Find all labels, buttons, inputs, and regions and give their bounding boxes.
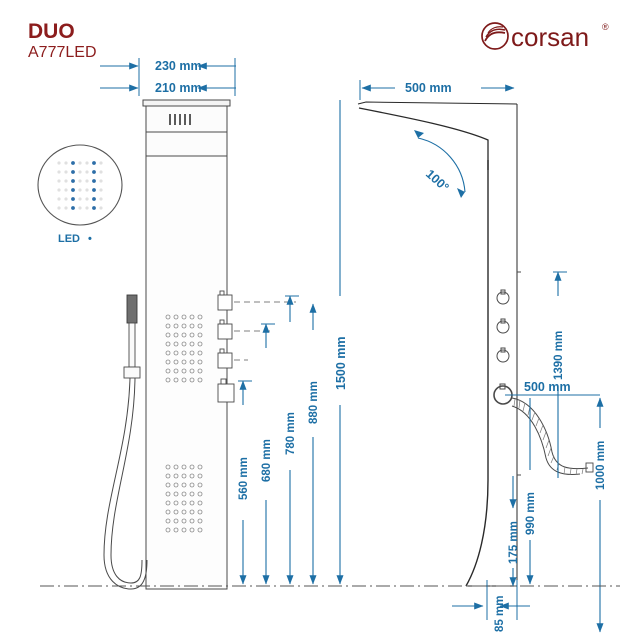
front-knob-3	[217, 348, 233, 369]
side-arm-bottom-edge	[358, 107, 489, 170]
side-dimension-1000: 1000 mm	[595, 397, 607, 633]
side-hose-dimension-500: 500 mm	[505, 380, 600, 396]
hand-shower-holder	[123, 366, 141, 379]
front-panel-main-body	[145, 155, 228, 590]
front-height-dimension-780: 780 mm	[285, 295, 299, 585]
front-panel-vents	[169, 114, 191, 125]
side-dimension-990: 990 mm	[525, 398, 537, 585]
front-panel-head-section	[145, 105, 228, 133]
side-dimension-175: 175 mm	[508, 476, 520, 587]
side-knob-2	[496, 318, 510, 334]
shower-hose-front-inner	[110, 377, 143, 584]
side-panel-back-edge	[465, 160, 489, 587]
front-nozzle-grid-lower	[165, 464, 203, 533]
front-knob-4	[217, 378, 235, 403]
dimension-label-h-1500: 1500 mm	[334, 336, 348, 390]
side-dimension-1390: 1390 mm	[553, 271, 567, 478]
brand-registered-mark: ®	[602, 22, 609, 32]
dimension-label-s-990: 990 mm	[525, 492, 537, 535]
dimension-label-s-175: 175 mm	[508, 521, 520, 564]
front-control-knobs	[217, 290, 235, 403]
side-mounting-brackets	[517, 271, 521, 476]
front-height-dimension-680: 680 mm	[261, 323, 275, 585]
led-marker-dot: •	[88, 233, 92, 245]
hand-shower-handle	[128, 322, 136, 368]
dimension-label-s-1390: 1390 mm	[553, 331, 565, 380]
hand-shower-head	[126, 294, 138, 324]
hand-shower-assembly-front	[103, 294, 148, 590]
front-panel-body	[142, 99, 231, 590]
dimension-label-h-560: 560 mm	[238, 457, 250, 500]
led-detail-callout: LED •	[37, 144, 123, 245]
product-code: A777LED	[28, 44, 97, 61]
front-knob-2	[217, 319, 233, 340]
page-title: DUO	[28, 20, 75, 43]
led-dot-grid-icon	[57, 161, 103, 210]
dimension-label-hose-500: 500 mm	[524, 380, 571, 394]
side-knob-3	[496, 347, 510, 363]
side-control-knobs	[493, 289, 513, 405]
dimension-label-s-85: 85 mm	[494, 596, 506, 632]
front-panel-top-cap	[142, 99, 231, 107]
led-detail-circle	[37, 144, 123, 226]
dimension-label-h-780: 780 mm	[285, 412, 297, 455]
dimension-label-h-680: 680 mm	[261, 439, 273, 482]
brand-logo: corsan ®	[481, 22, 609, 52]
brand-name: corsan	[511, 22, 589, 52]
side-arm-top-edge	[357, 101, 518, 105]
front-height-dimension-880: 880 mm	[308, 303, 320, 585]
side-dimension-85: 85 mm	[452, 580, 530, 632]
front-height-dimension-1500: 1500 mm	[334, 100, 348, 585]
dimension-label-h-880: 880 mm	[308, 381, 320, 424]
side-knob-1	[496, 289, 510, 305]
front-knob-1	[217, 290, 233, 311]
front-top-dimension-210: 210 mm	[100, 81, 236, 95]
front-top-dimension-230: 230 mm	[100, 58, 236, 96]
dimension-label-width-outer: 230 mm	[155, 59, 202, 73]
dimension-label-width-inner: 210 mm	[155, 81, 202, 95]
led-label: LED	[58, 233, 80, 245]
front-panel-upper-section	[145, 131, 228, 157]
dimension-label-side-500: 500 mm	[405, 81, 452, 95]
wave-circle-logo-icon	[481, 22, 509, 50]
front-nozzle-grid-upper	[165, 314, 203, 383]
dimension-label-s-1000: 1000 mm	[595, 441, 607, 490]
flexible-hose-side	[511, 397, 594, 476]
side-top-dimension-500: 500 mm	[359, 80, 515, 100]
hose-connector	[585, 462, 594, 473]
shower-hose-front-outer	[103, 377, 148, 590]
front-height-dimension-560: 560 mm	[238, 380, 252, 585]
